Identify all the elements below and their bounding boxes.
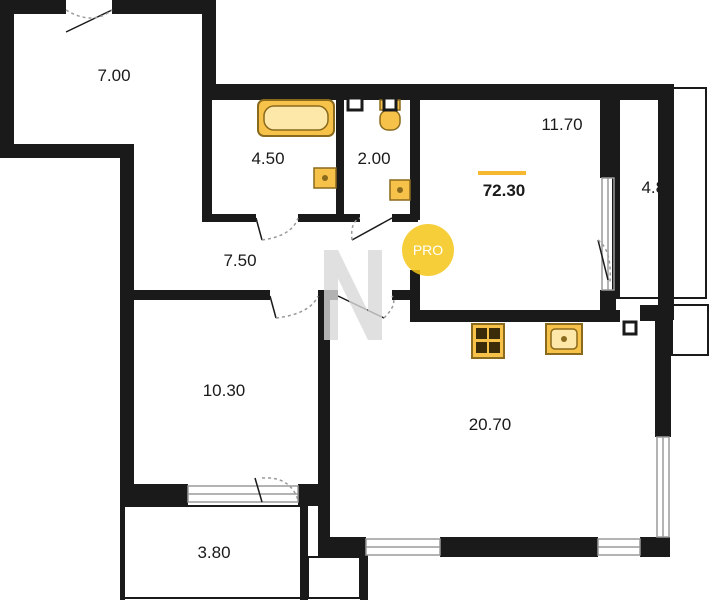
door-top — [65, 9, 113, 33]
pro-badge: PRO — [402, 224, 454, 276]
area-corridor-top: 7.00 — [97, 66, 130, 85]
area-kitchen-living: 20.70 — [469, 415, 512, 434]
door-bedroom — [269, 295, 319, 319]
area-toilet: 2.00 — [357, 149, 390, 168]
area-hallway: 7.50 — [223, 251, 256, 270]
thin-outlines — [123, 87, 709, 599]
door-loggia — [597, 239, 611, 283]
area-bedroom: 10.30 — [203, 381, 246, 400]
area-loggia-right: 4.80 — [641, 178, 674, 197]
vent-icons — [346, 96, 638, 336]
area-bathroom: 4.50 — [251, 149, 284, 168]
door-balcony — [254, 477, 299, 503]
sink-bathroom-icon — [313, 167, 337, 189]
door-kitchen-corner — [649, 541, 669, 557]
windows — [187, 177, 670, 556]
fixtures — [257, 96, 638, 359]
area-living-upper: 11.70 — [541, 115, 582, 134]
pro-badge-label: PRO — [413, 242, 443, 258]
door-toilet — [350, 217, 393, 241]
sink-toilet-icon — [389, 179, 411, 201]
door-bathroom — [255, 217, 299, 241]
walls — [0, 0, 674, 600]
total-area-accent — [478, 171, 526, 175]
bathtub-icon — [257, 99, 335, 137]
room-labels: 7.00 4.50 2.00 11.70 72.30 4.80 7.50 10.… — [97, 66, 674, 562]
stove-icon — [471, 323, 505, 359]
area-balcony: 3.80 — [197, 543, 230, 562]
watermark-logo — [324, 250, 382, 340]
total-area: 72.30 — [483, 181, 526, 200]
kitchen-sink-icon — [545, 323, 583, 355]
